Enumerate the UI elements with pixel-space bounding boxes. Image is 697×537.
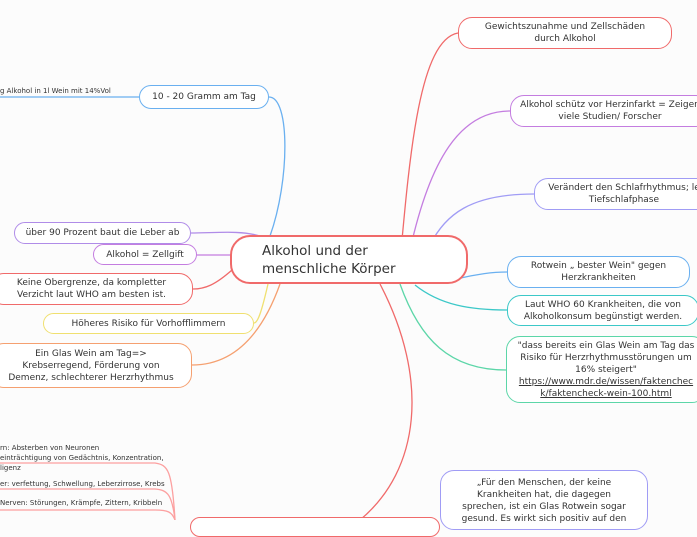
topic-no-limit[interactable]: Keine Obergrenze, da kompletter Verzicht…	[0, 273, 193, 305]
topic-label: „Für den Menschen, der keine Krankheiten…	[461, 478, 627, 524]
topic-label: Gewichtszunahme und Zellschäden durch Al…	[484, 22, 646, 44]
topic-heart-attack[interactable]: Alkohol schütz vor Herzinfarkt = Zeigen …	[510, 95, 697, 127]
topic-label: Höheres Risiko für Vorhofflimmern	[71, 318, 226, 329]
topic-label: 10 - 20 Gramm am Tag	[152, 92, 256, 102]
topic-one-glass[interactable]: Ein Glas Wein am Tag=> Krebserregend, Fö…	[0, 343, 192, 388]
topic-weight-gain[interactable]: Gewichtszunahme und Zellschäden durch Al…	[458, 17, 672, 49]
topic-label: Alkohol schütz vor Herzinfarkt = Zeigen …	[520, 100, 697, 122]
topic-label: Ein Glas Wein am Tag=> Krebserregend, Fö…	[8, 348, 174, 383]
topic-who[interactable]: Laut WHO 60 Krankheiten, die von Alkohol…	[507, 295, 697, 326]
topic-atrial-fibrillation[interactable]: Höheres Risiko für Vorhofflimmern	[43, 313, 254, 334]
topic-label: Verändert den Schlafrhythmus; le Tiefsch…	[548, 183, 697, 205]
topic-bottom-red[interactable]	[190, 517, 440, 537]
topic-arrhythmia[interactable]: "dass bereits ein Glas Wein am Tag das R…	[506, 336, 697, 403]
connector-lines	[0, 32, 535, 520]
topic-label: Laut WHO 60 Krankheiten, die von Alkohol…	[523, 299, 683, 322]
topic-label: "dass bereits ein Glas Wein am Tag das R…	[517, 340, 695, 375]
topic-healthy-quote[interactable]: „Für den Menschen, der keine Krankheiten…	[440, 470, 648, 530]
topic-cell-poison[interactable]: Alkohol = Zellgift	[93, 244, 197, 265]
topic-label: Alkohol = Zellgift	[106, 249, 184, 260]
topic-label: über 90 Prozent baut die Leber ab	[25, 228, 180, 238]
topic-label: Rotwein „ bester Wein" gegen Herzkrankhe…	[530, 261, 667, 283]
source-link[interactable]: https://www.mdr.de/wissen/faktenchec k/f…	[518, 376, 694, 399]
leaf-nerves[interactable]: Nerven: Störungen, Krämpfe, Zittern, Kri…	[0, 499, 163, 507]
leaf-alcohol-in-wine[interactable]: g Alkohol in 1l Wein mit 14%Vol	[0, 87, 111, 95]
topic-label: Keine Obergrenze, da kompletter Verzicht…	[16, 278, 167, 300]
topic-grams-per-day[interactable]: 10 - 20 Gramm am Tag	[139, 85, 269, 109]
topic-liver[interactable]: über 90 Prozent baut die Leber ab	[14, 222, 191, 244]
central-topic[interactable]: Alkohol und der menschliche Körper	[230, 235, 468, 284]
leaf-liver[interactable]: er: verfettung, Schwellung, Leberzirrose…	[0, 480, 165, 488]
topic-red-wine[interactable]: Rotwein „ bester Wein" gegen Herzkrankhe…	[507, 256, 690, 288]
central-topic-label: Alkohol und der menschliche Körper	[262, 242, 396, 277]
leaf-brain[interactable]: rn: Absterben von Neuronen einträchtigun…	[0, 444, 164, 472]
topic-sleep[interactable]: Verändert den Schlafrhythmus; le Tiefsch…	[534, 178, 697, 210]
